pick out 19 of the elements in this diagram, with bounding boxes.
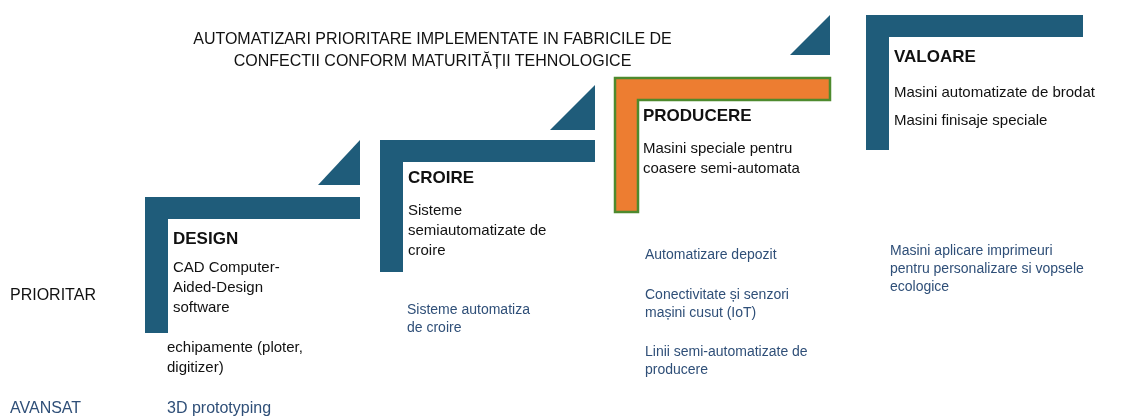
step-description: Masini speciale pentru coasere semi-automata [643, 138, 801, 178]
step-description: Masini finisaje speciale [894, 110, 1049, 130]
item-text: 3D prototyping [167, 398, 273, 418]
row-label: AVANSAT [10, 398, 83, 418]
step-description: Masini automatizate de brodat [894, 82, 1096, 102]
step-description: Sisteme semiautomatizate de croire [408, 200, 548, 260]
step-description: CAD Computer-Aided-Design software [173, 257, 281, 317]
step-heading: PRODUCERE [643, 106, 753, 126]
item-text: Conectivitate și senzori mașini cusut (IoT) [645, 285, 790, 321]
step-heading: CROIRE [408, 168, 476, 188]
row-label: PRIORITAR [10, 285, 97, 305]
step-heading: DESIGN [173, 229, 240, 249]
item-text: Automatizare depozit [645, 245, 778, 263]
title: AUTOMATIZARI PRIORITARE IMPLEMENTATE IN FABRICILE DE CONFECTII CONFORM MATURITĂȚII TEHNOLOGICE [192, 29, 673, 71]
item-text: Sisteme automatiza de croire [407, 300, 531, 336]
step-description: echipamente (ploter, digitizer) [167, 337, 304, 377]
item-text: Linii semi-automatizate de producere [645, 342, 809, 378]
item-text: Masini aplicare imprimeuri pentru personalizare si vopsele ecologice [890, 241, 1085, 295]
step-heading: VALOARE [894, 47, 977, 67]
